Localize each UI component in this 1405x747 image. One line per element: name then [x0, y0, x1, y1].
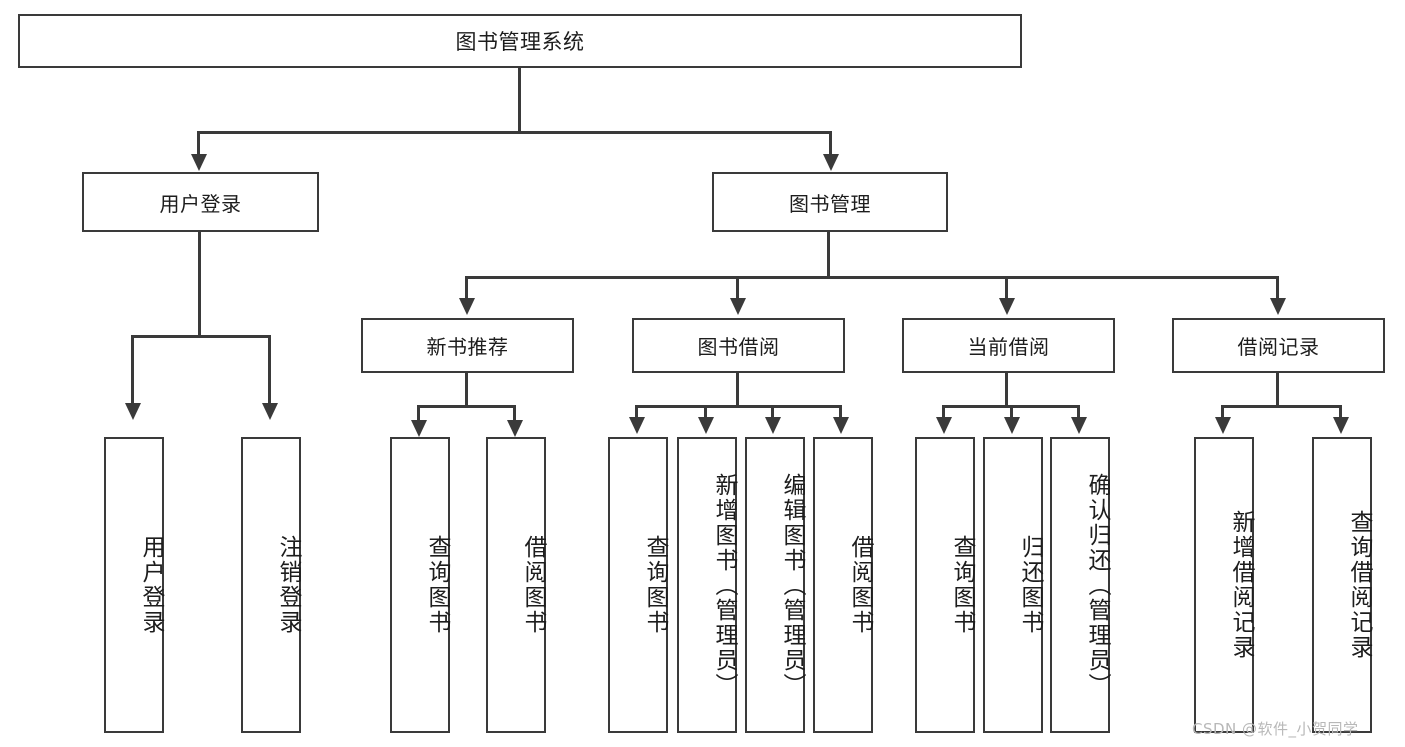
- node-leaf-query-book-borrow[interactable]: 查询图书: [608, 437, 668, 733]
- node-new-book-recommend[interactable]: 新书推荐: [361, 318, 574, 373]
- node-label: 查询图书: [949, 535, 975, 635]
- connector-borrow_bar: [636, 405, 841, 408]
- node-book-management[interactable]: 图书管理: [712, 172, 948, 232]
- node-label: 新增图书（管理员）: [711, 472, 737, 698]
- connector-rec_stem: [465, 373, 468, 405]
- node-label: 编辑图书（管理员）: [779, 472, 805, 698]
- connector-brec_drop_r: [1339, 405, 1342, 417]
- node-root-title[interactable]: 图书管理系统: [18, 14, 1022, 68]
- node-leaf-edit-book-admin[interactable]: 编辑图书（管理员）: [745, 437, 805, 733]
- node-label: 图书管理系统: [455, 30, 585, 54]
- connector-cur_stem: [1005, 373, 1008, 405]
- node-label: 当前借阅: [967, 335, 1050, 359]
- node-label: 借阅记录: [1237, 335, 1320, 359]
- connector-mgmt_drop_4: [1276, 276, 1279, 298]
- node-leaf-query-book-current[interactable]: 查询图书: [915, 437, 975, 733]
- node-label: 用户登录: [159, 191, 242, 216]
- arrowhead-to-leaf-add-borrow-record: [1215, 417, 1231, 434]
- connector-mgmt_drop_2: [736, 276, 739, 298]
- node-label: 用户登录: [138, 535, 164, 635]
- node-user-login[interactable]: 用户登录: [82, 172, 319, 232]
- connector-rec_bar: [418, 405, 516, 408]
- connector-borrow_drop_4: [839, 405, 842, 417]
- arrowhead-to-current-borrow: [999, 298, 1015, 315]
- node-leaf-add-book-admin[interactable]: 新增图书（管理员）: [677, 437, 737, 733]
- arrowhead-to-leaf-query-book-borrow: [629, 417, 645, 434]
- arrowhead-to-leaf-confirm-return-admin: [1071, 417, 1087, 434]
- node-leaf-query-book-recommend[interactable]: 查询图书: [390, 437, 450, 733]
- node-label: 借阅图书: [520, 535, 546, 635]
- arrowhead-to-leaf-query-borrow-record: [1333, 417, 1349, 434]
- node-leaf-borrow-book-recommend[interactable]: 借阅图书: [486, 437, 546, 733]
- connector-borrow_drop_2: [704, 405, 707, 417]
- connector-brec_bar: [1222, 405, 1340, 408]
- connector-borrow_drop_1: [635, 405, 638, 417]
- node-label: 查询图书: [642, 535, 668, 635]
- node-current-borrow[interactable]: 当前借阅: [902, 318, 1115, 373]
- connector-login_bar: [132, 335, 271, 338]
- arrowhead-to-leaf-return-book: [1004, 417, 1020, 434]
- node-leaf-borrow-book[interactable]: 借阅图书: [813, 437, 873, 733]
- connector-borrow_stem: [736, 373, 739, 405]
- connector-mgmt_stem: [827, 232, 830, 276]
- node-label: 图书管理: [789, 191, 871, 216]
- arrowhead-to-leaf-borrow-book: [833, 417, 849, 434]
- arrowhead-to-leaf-query-book-recommend: [411, 420, 427, 437]
- connector-login_drop_l: [131, 335, 134, 403]
- connector-root_bar: [198, 131, 832, 134]
- connector-rec_drop_r: [513, 405, 516, 420]
- arrowhead-to-borrow-record: [1270, 298, 1286, 315]
- connector-brec_drop_l: [1221, 405, 1224, 417]
- node-label: 新增借阅记录: [1228, 510, 1254, 660]
- node-leaf-confirm-return-admin[interactable]: 确认归还（管理员）: [1050, 437, 1110, 733]
- arrowhead-to-leaf-edit-book-admin: [765, 417, 781, 434]
- node-label: 图书借阅: [697, 335, 780, 359]
- arrowhead-to-leaf-user-login: [125, 403, 141, 420]
- arrowhead-to-book-borrow: [730, 298, 746, 315]
- node-leaf-query-borrow-record[interactable]: 查询借阅记录: [1312, 437, 1372, 733]
- connector-rec_drop_l: [417, 405, 420, 420]
- connector-login_drop_r: [268, 335, 271, 403]
- arrowhead-to-leaf-logout: [262, 403, 278, 420]
- connector-borrow_drop_3: [771, 405, 774, 417]
- connector-cur_drop_1: [942, 405, 945, 417]
- node-label: 查询借阅记录: [1346, 510, 1372, 660]
- node-label: 借阅图书: [847, 535, 873, 635]
- node-borrow-record[interactable]: 借阅记录: [1172, 318, 1385, 373]
- node-label: 确认归还（管理员）: [1084, 472, 1110, 698]
- node-label: 查询图书: [424, 535, 450, 635]
- connector-mgmt_drop_3: [1005, 276, 1008, 298]
- connector-cur_drop_3: [1077, 405, 1080, 417]
- node-leaf-return-book[interactable]: 归还图书: [983, 437, 1043, 733]
- connector-brec_stem: [1276, 373, 1279, 405]
- arrowhead-to-user-login: [191, 154, 207, 171]
- arrowhead-to-leaf-query-book-current: [936, 417, 952, 434]
- arrowhead-to-book-management: [823, 154, 839, 171]
- node-leaf-add-borrow-record[interactable]: 新增借阅记录: [1194, 437, 1254, 733]
- node-label: 归还图书: [1017, 535, 1043, 635]
- arrowhead-to-leaf-borrow-book-recommend: [507, 420, 523, 437]
- node-label: 注销登录: [275, 535, 301, 635]
- connector-mgmt_bar: [466, 276, 1279, 279]
- connector-root_stem: [518, 68, 521, 131]
- connector-root_drop_right: [829, 131, 832, 154]
- arrowhead-to-new-book-recommend: [459, 298, 475, 315]
- connector-login_stem: [198, 232, 201, 335]
- connector-root_drop_left: [197, 131, 200, 154]
- connector-cur_drop_2: [1010, 405, 1013, 417]
- node-leaf-user-login[interactable]: 用户登录: [104, 437, 164, 733]
- connector-mgmt_drop_1: [465, 276, 468, 298]
- node-book-borrow[interactable]: 图书借阅: [632, 318, 845, 373]
- node-leaf-logout[interactable]: 注销登录: [241, 437, 301, 733]
- arrowhead-to-leaf-add-book-admin: [698, 417, 714, 434]
- node-label: 新书推荐: [426, 335, 509, 359]
